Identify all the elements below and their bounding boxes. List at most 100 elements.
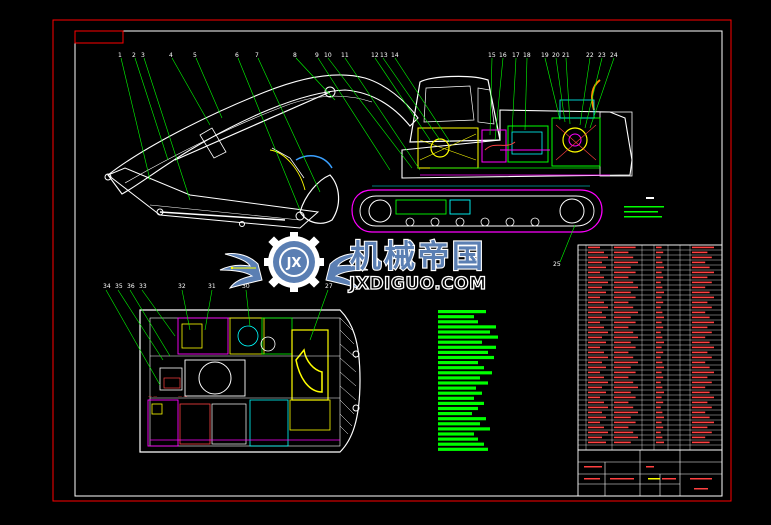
bom-cell (656, 371, 662, 374)
bom-cell (692, 276, 708, 279)
green-notes-block (438, 310, 498, 451)
bom-cell (656, 361, 663, 364)
bom-cell (656, 291, 664, 294)
bom-cell (588, 246, 600, 249)
bom-cell (588, 266, 606, 269)
bom-cell (692, 301, 708, 304)
bom-cell (656, 266, 664, 269)
watermark-wing-left-icon (219, 253, 263, 289)
bom-cell (588, 356, 608, 359)
bom-cell (692, 311, 706, 314)
bom-cell (614, 321, 636, 324)
svg-text:— —: — — (178, 394, 187, 399)
bom-cell (614, 406, 634, 409)
bom-cell (614, 256, 634, 259)
bom-cell (588, 416, 606, 419)
bom-cell (692, 371, 714, 374)
bom-cell (692, 406, 712, 409)
balloon-4: 4 (169, 52, 173, 59)
bom-cell (588, 401, 604, 404)
bom-cell (692, 336, 706, 339)
bom-cell (656, 391, 664, 394)
bom-cell (588, 386, 602, 389)
balloon-numbers-top: 1 2 3 4 5 6 7 8 9 10 11 12 13 14 15 16 1… (118, 52, 618, 268)
bom-cell (692, 291, 710, 294)
bom-cell (692, 436, 706, 439)
balloon-34: 34 (103, 283, 111, 290)
note-line (438, 417, 486, 421)
note-line (438, 345, 496, 349)
bom-cell (614, 276, 629, 279)
note-line (438, 371, 492, 375)
bom-cell (692, 351, 708, 354)
balloon-30: 30 (242, 283, 250, 290)
bom-cell (588, 286, 602, 289)
bom-cell (588, 341, 606, 344)
bom-cell (692, 366, 710, 369)
bom-cell (614, 431, 634, 434)
bom-cell (588, 296, 600, 299)
bom-cell (692, 356, 712, 359)
bom-cell (692, 266, 710, 269)
balloon-1: 1 (118, 52, 122, 59)
bom-cell (656, 246, 662, 249)
note-line (438, 442, 484, 446)
bom-cell (588, 331, 608, 334)
note-line (438, 427, 490, 431)
balloon-35: 35 (115, 283, 123, 290)
bom-cell (588, 271, 600, 274)
bom-cell (656, 281, 661, 284)
bom-cell (692, 381, 712, 384)
title-block (577, 449, 723, 497)
bom-cell (656, 396, 662, 399)
bom-cell (588, 366, 606, 369)
bom-cell (692, 431, 712, 434)
bom-cell (692, 341, 710, 344)
bom-cell (656, 251, 664, 254)
jxdiguo-watermark: JX 机械帝国 JXDIGUO.COM (219, 232, 487, 295)
balloon-24: 24 (610, 52, 618, 59)
bom-cell (692, 391, 710, 394)
bom-cell (656, 376, 664, 379)
note-line (438, 350, 488, 354)
bom-cell (692, 441, 710, 444)
bom-cell (588, 256, 608, 259)
bom-cell (692, 281, 712, 284)
note-line (438, 401, 484, 405)
bom-cell (692, 326, 708, 329)
bom-cell (692, 246, 714, 249)
bom-cell (656, 426, 664, 429)
bom-cell (588, 316, 606, 319)
bom-cell (656, 316, 664, 319)
note-line (438, 366, 484, 370)
bom-cell (692, 306, 712, 309)
svg-text:— —: — — (148, 394, 157, 399)
bom-cell (614, 401, 629, 404)
bom-cell (656, 321, 662, 324)
bom-cell (588, 291, 606, 294)
bom-cell (614, 286, 638, 289)
bom-cell (588, 426, 604, 429)
bom-cell (656, 311, 663, 314)
bom-cell (614, 346, 636, 349)
bom-cell (656, 256, 661, 259)
balloon-7: 7 (255, 52, 259, 59)
bom-cell (588, 321, 600, 324)
technical-notes-block (624, 197, 664, 218)
bom-cell (588, 391, 606, 394)
bom-cell (614, 411, 638, 414)
note-line (438, 447, 488, 451)
watermark-brand-cn: 机械帝国 (350, 239, 486, 275)
bom-cell (656, 271, 662, 274)
note-line (438, 391, 482, 395)
watermark-brand-en: JXDIGUO.COM (348, 274, 487, 294)
balloon-2: 2 (132, 52, 136, 59)
bom-cell (588, 431, 608, 434)
bom-cell (614, 266, 631, 269)
bom-cell (614, 371, 636, 374)
bom-cell (692, 396, 714, 399)
balloon-20: 20 (552, 52, 560, 59)
balloon-numbers-plan: 34 35 36 33 32 31 30 27 (103, 283, 333, 290)
bom-cell (588, 261, 602, 264)
note-line (438, 437, 478, 441)
